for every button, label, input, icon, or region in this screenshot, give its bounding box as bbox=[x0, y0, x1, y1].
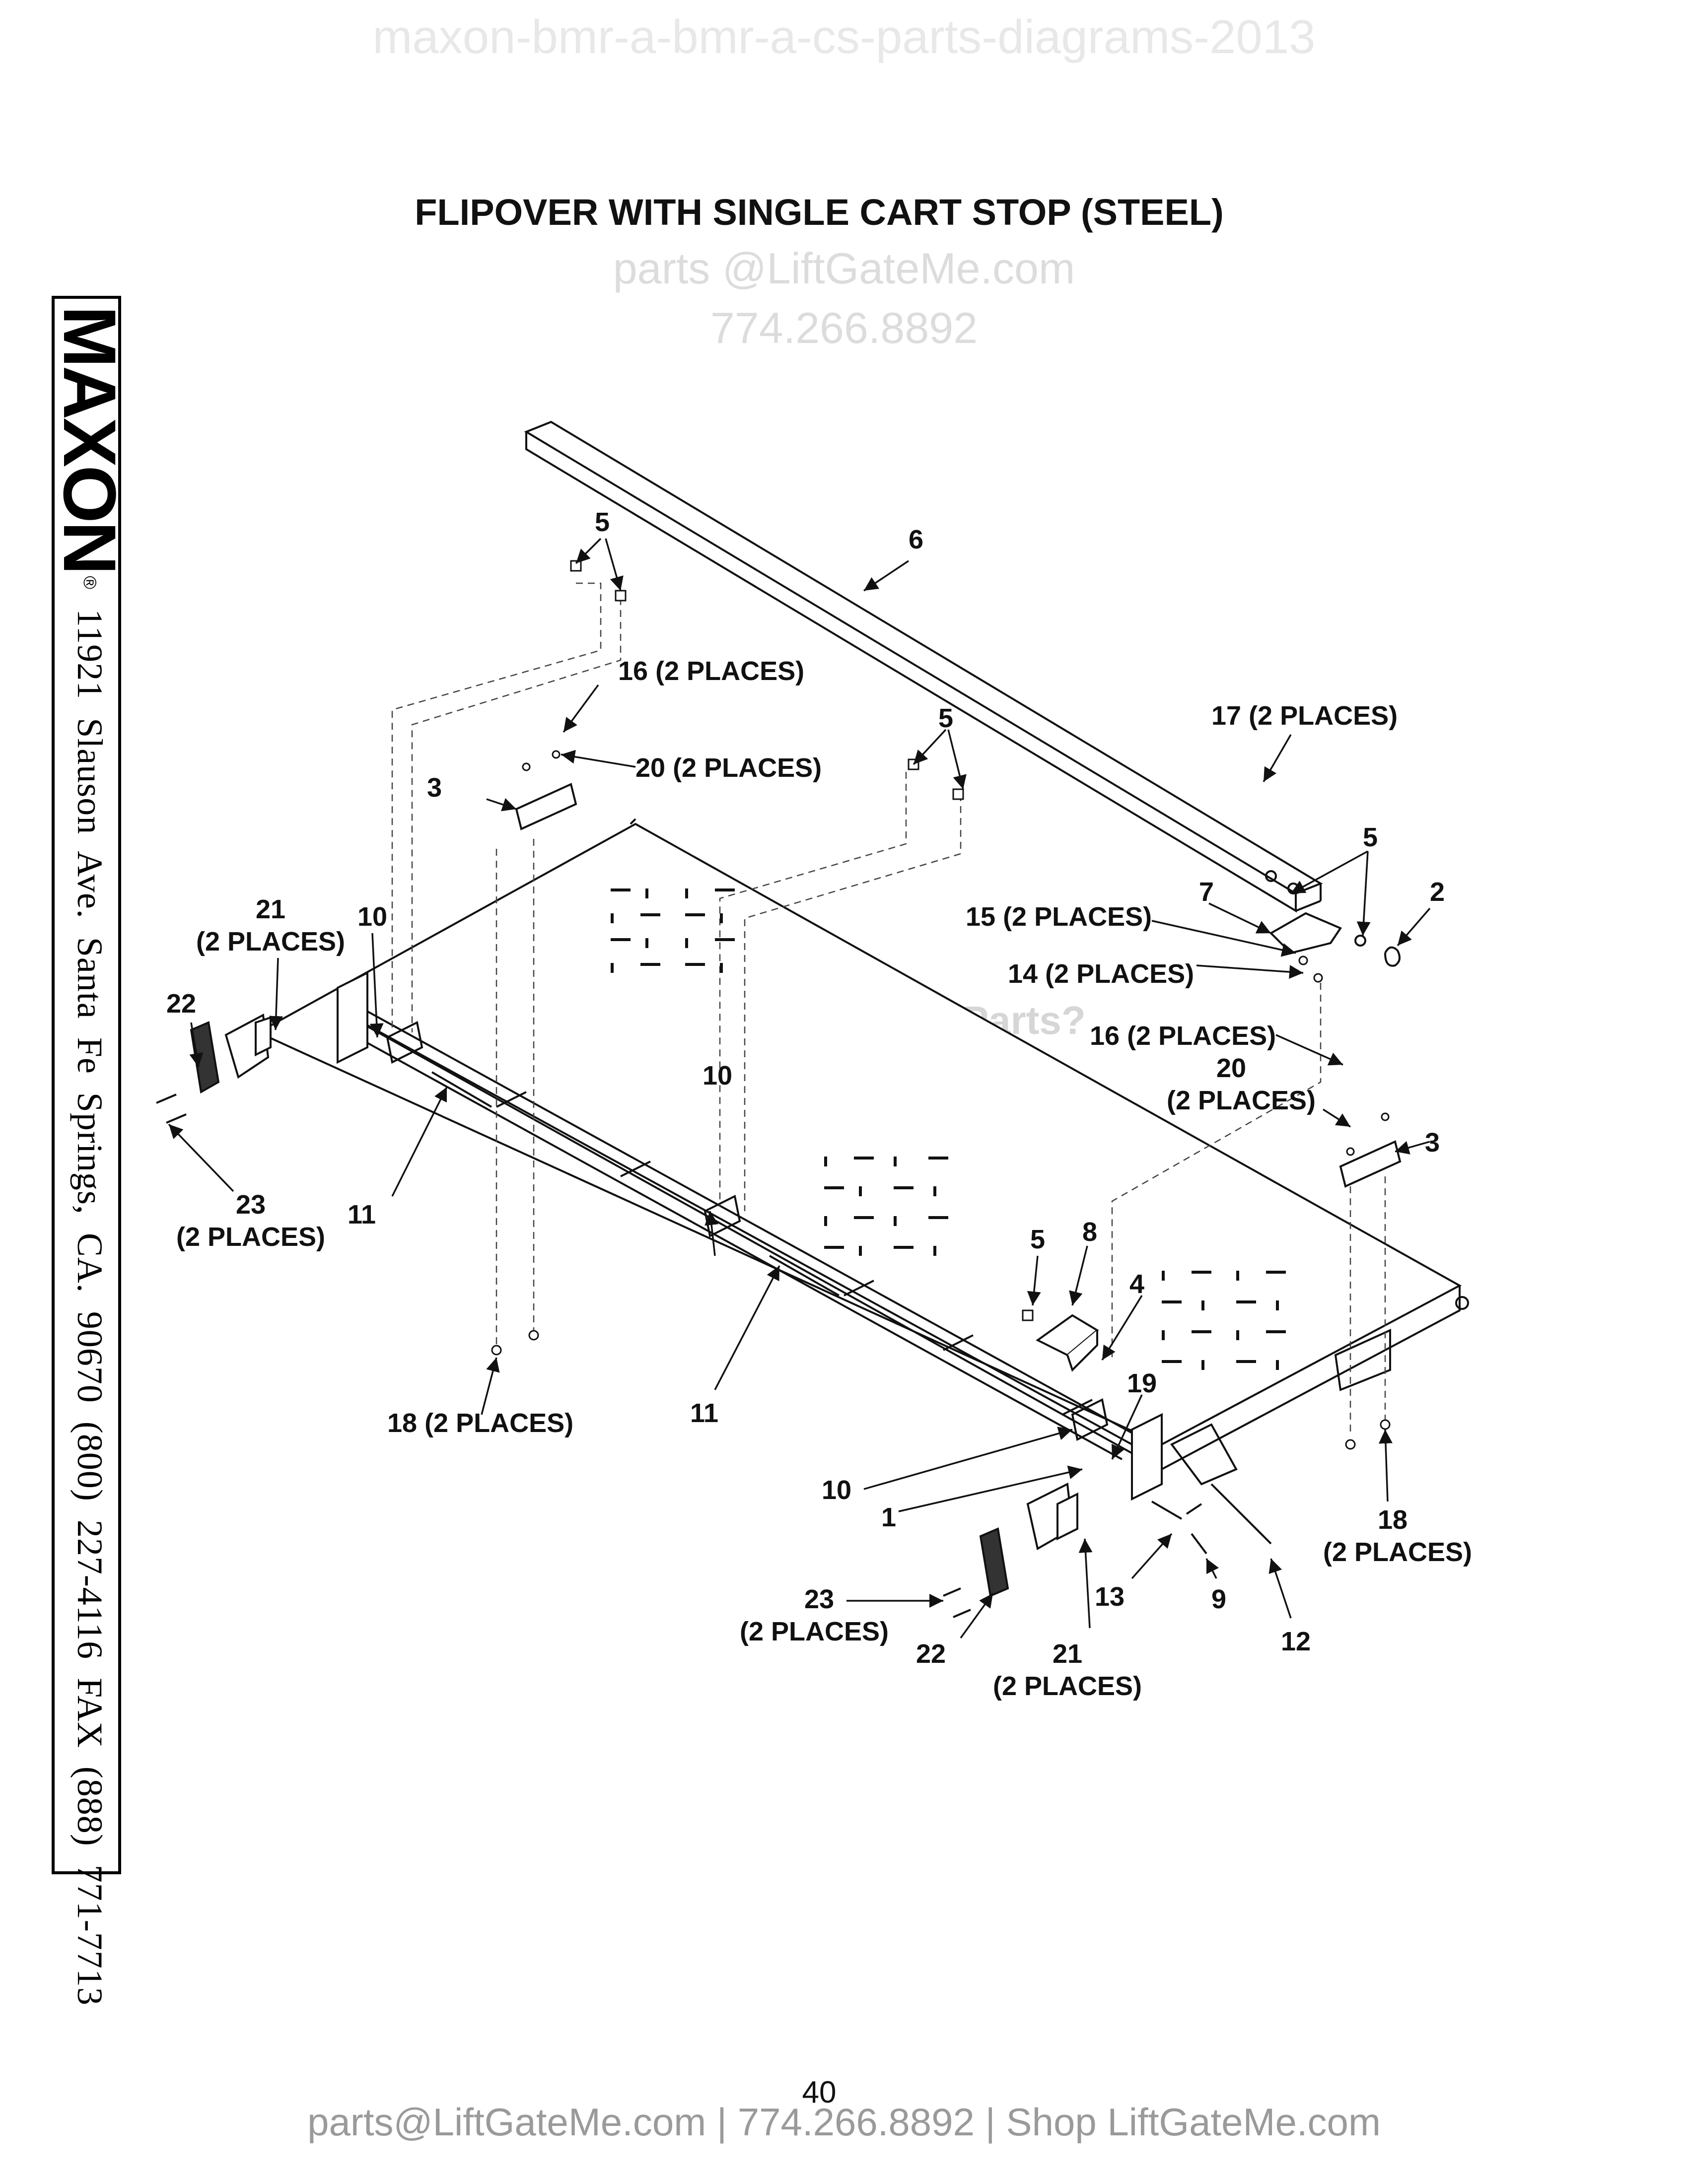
part-11-hinge-pins bbox=[431, 1071, 840, 1297]
callout-12: 12 bbox=[1281, 1627, 1311, 1656]
callout-10-left: 10 bbox=[357, 902, 388, 932]
callout-1: 1 bbox=[881, 1502, 897, 1532]
page-title: FLIPOVER WITH SINGLE CART STOP (STEEL) bbox=[415, 192, 1224, 233]
callout-3-right: 3 bbox=[1425, 1128, 1440, 1158]
footer-contact-line: parts@LiftGateMe.com | 774.266.8892 | Sh… bbox=[307, 2100, 1381, 2144]
document-watermark: maxon-bmr-a-bmr-a-cs-parts-diagrams-2013 bbox=[372, 10, 1316, 64]
part-2-torsion-spring bbox=[1384, 946, 1401, 967]
callout-8: 8 bbox=[1082, 1217, 1098, 1247]
callout-14: 14 (2 PLACES) bbox=[1008, 959, 1195, 989]
callout-15: 15 (2 PLACES) bbox=[966, 902, 1152, 932]
callout-23-left-num: 23 bbox=[236, 1190, 266, 1220]
platform-texture-marks bbox=[611, 888, 1286, 1370]
callout-4: 4 bbox=[1129, 1269, 1145, 1299]
watermark-email-top: parts @LiftGateMe.com bbox=[613, 244, 1075, 293]
callout-7: 7 bbox=[1199, 877, 1214, 907]
part-22-right-cart-stop bbox=[979, 1482, 1078, 1597]
part-6-flipover-plate bbox=[524, 420, 1323, 913]
callout-16-right: 16 (2 PLACES) bbox=[1090, 1021, 1276, 1051]
callout-22-right: 22 bbox=[916, 1639, 946, 1669]
platform-front-rail bbox=[337, 971, 1163, 1501]
page-number: 40 bbox=[802, 2075, 837, 2110]
callout-20-left: 20 (2 PLACES) bbox=[635, 753, 822, 783]
callout-13: 13 bbox=[1095, 1582, 1125, 1612]
callout-22-left: 22 bbox=[166, 989, 197, 1019]
part-23-screws bbox=[156, 1093, 971, 1618]
callout-18-right-places: (2 PLACES) bbox=[1323, 1537, 1473, 1567]
part-8-latch bbox=[1036, 1314, 1099, 1372]
callout-5-left: 5 bbox=[595, 507, 610, 537]
callout-17: 17 (2 PLACES) bbox=[1211, 701, 1398, 731]
callout-19: 19 bbox=[1127, 1368, 1157, 1398]
part-3-brackets bbox=[515, 783, 1402, 1188]
callout-5-center: 5 bbox=[938, 703, 954, 733]
assembly-lines bbox=[391, 582, 1386, 1434]
callout-9: 9 bbox=[1211, 1584, 1227, 1614]
callout-11-left: 11 bbox=[348, 1200, 376, 1229]
callout-5-latch: 5 bbox=[1030, 1225, 1046, 1254]
part-7-hinge-block bbox=[1269, 912, 1366, 955]
callout-5-right-top: 5 bbox=[1363, 822, 1378, 852]
platform bbox=[256, 818, 1469, 1486]
small-hardware bbox=[491, 560, 1391, 1450]
callout-18-right-num: 18 bbox=[1378, 1505, 1408, 1535]
parts-12-13-9-pins bbox=[1151, 1483, 1272, 1555]
callout-2: 2 bbox=[1430, 877, 1445, 907]
callout-10-right: 10 bbox=[822, 1475, 852, 1505]
callout-21-left-num: 21 bbox=[256, 894, 286, 924]
watermark-phone-top: 774.266.8892 bbox=[710, 303, 978, 352]
callout-23-right-places: (2 PLACES) bbox=[740, 1617, 889, 1646]
callout-16-left: 16 (2 PLACES) bbox=[618, 656, 805, 686]
callout-6: 6 bbox=[909, 525, 924, 554]
callout-3-left: 3 bbox=[427, 773, 442, 803]
leader-lines bbox=[168, 538, 1431, 1639]
callout-21-right-places: (2 PLACES) bbox=[993, 1671, 1142, 1701]
company-sidebar: MAXON ® 11921 Slauson Ave. Santa Fe Spri… bbox=[48, 296, 132, 2006]
callout-20-right-num: 20 bbox=[1216, 1053, 1247, 1083]
callout-23-left-places: (2 PLACES) bbox=[176, 1222, 326, 1252]
callout-10-center: 10 bbox=[703, 1061, 733, 1091]
part-22-left-cart-stop bbox=[190, 1013, 272, 1094]
callout-21-left-places: (2 PLACES) bbox=[196, 927, 346, 956]
callout-20-right-places: (2 PLACES) bbox=[1167, 1086, 1316, 1115]
callout-23-right-num: 23 bbox=[804, 1584, 835, 1614]
callout-11-center: 11 bbox=[690, 1398, 719, 1428]
callout-18-left: 18 (2 PLACES) bbox=[387, 1408, 574, 1438]
callout-21-right-num: 21 bbox=[1053, 1639, 1083, 1669]
